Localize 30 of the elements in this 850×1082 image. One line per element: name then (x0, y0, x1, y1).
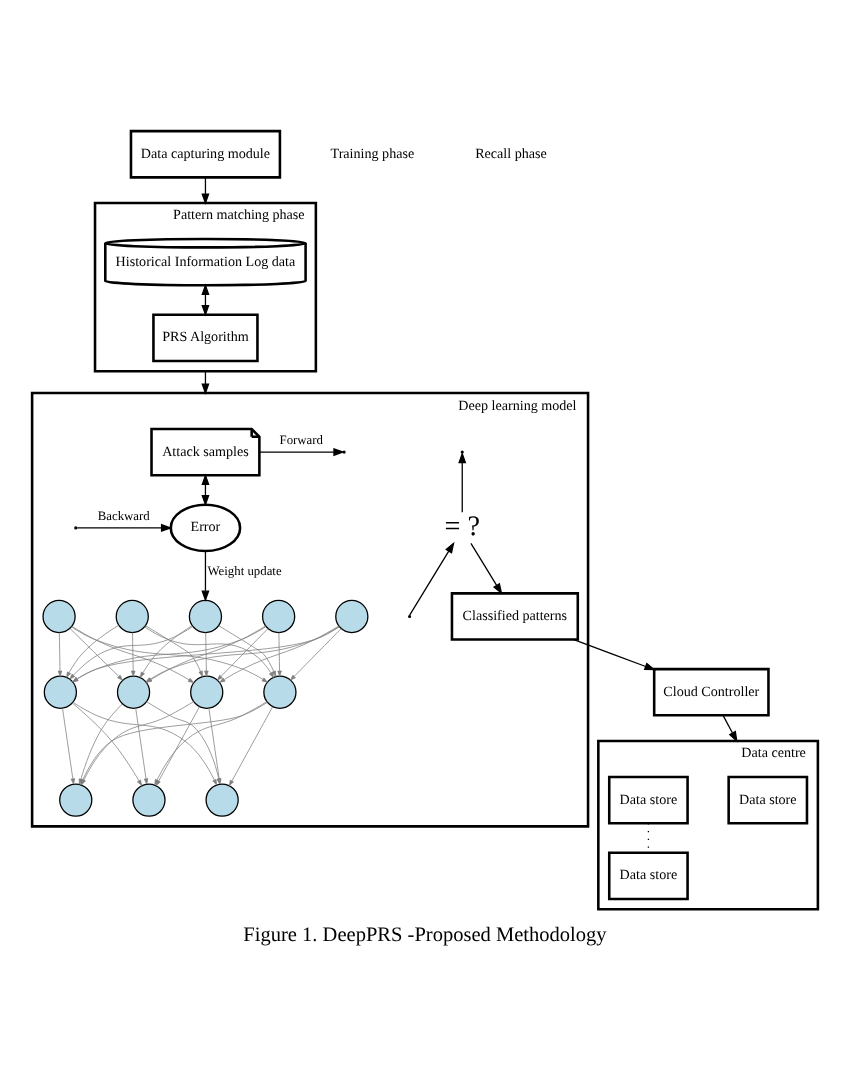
node-circle (59, 782, 93, 816)
arrow (201, 549, 210, 602)
arrow (219, 624, 339, 682)
arrow (62, 706, 75, 784)
caption: Figure 1. DeepPRS -Proposed Methodology (243, 924, 607, 947)
arrow (277, 631, 282, 676)
arrow (409, 540, 455, 615)
arrow (139, 624, 193, 677)
arrow (573, 638, 656, 670)
arrow (229, 705, 273, 785)
arrow (144, 625, 274, 677)
arrow (290, 627, 342, 680)
arrow (218, 624, 277, 676)
arrow (204, 631, 209, 676)
node-circle (115, 598, 149, 633)
node-circle (261, 598, 296, 633)
node-circle (205, 782, 239, 816)
arrow (470, 541, 503, 594)
node-text: = ? (444, 510, 480, 543)
arrow (131, 631, 136, 676)
arrow (722, 714, 738, 742)
node-circle (132, 782, 166, 816)
arrow (76, 522, 173, 531)
node-circle (188, 598, 223, 633)
node-circle (42, 598, 76, 633)
arrow (145, 624, 203, 676)
arrow (217, 627, 269, 680)
node-circle (335, 598, 369, 633)
arrow (57, 631, 63, 676)
arrow (135, 706, 149, 784)
